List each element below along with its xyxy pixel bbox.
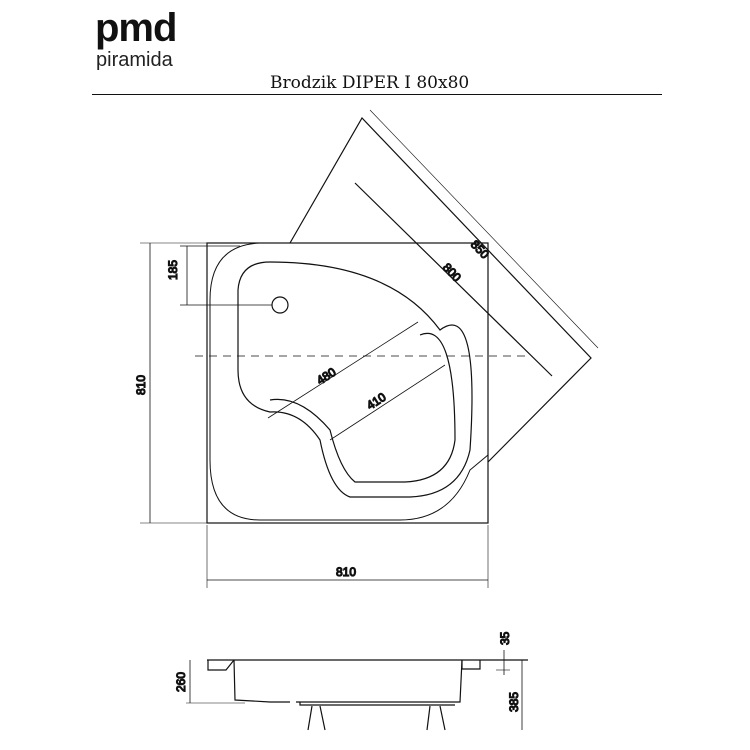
dim-185: 185: [166, 260, 180, 280]
dim-800: 800: [440, 260, 464, 284]
dim-810-vertical: 810: [134, 375, 148, 395]
dim-480: 480: [314, 365, 339, 388]
dim-385: 385: [507, 692, 521, 712]
dim-410: 410: [364, 390, 389, 413]
side-view: [186, 650, 528, 731]
dim-35: 35: [498, 631, 512, 645]
logo-brand: pmd: [95, 6, 177, 50]
dim-260: 260: [174, 672, 188, 692]
dim-810-horizontal: 810: [336, 565, 356, 579]
page-title: Brodzik DIPER I 80x80: [270, 73, 470, 93]
top-view: [140, 109, 599, 588]
logo-subtitle: piramida: [96, 49, 173, 71]
title-rule: [92, 94, 662, 95]
